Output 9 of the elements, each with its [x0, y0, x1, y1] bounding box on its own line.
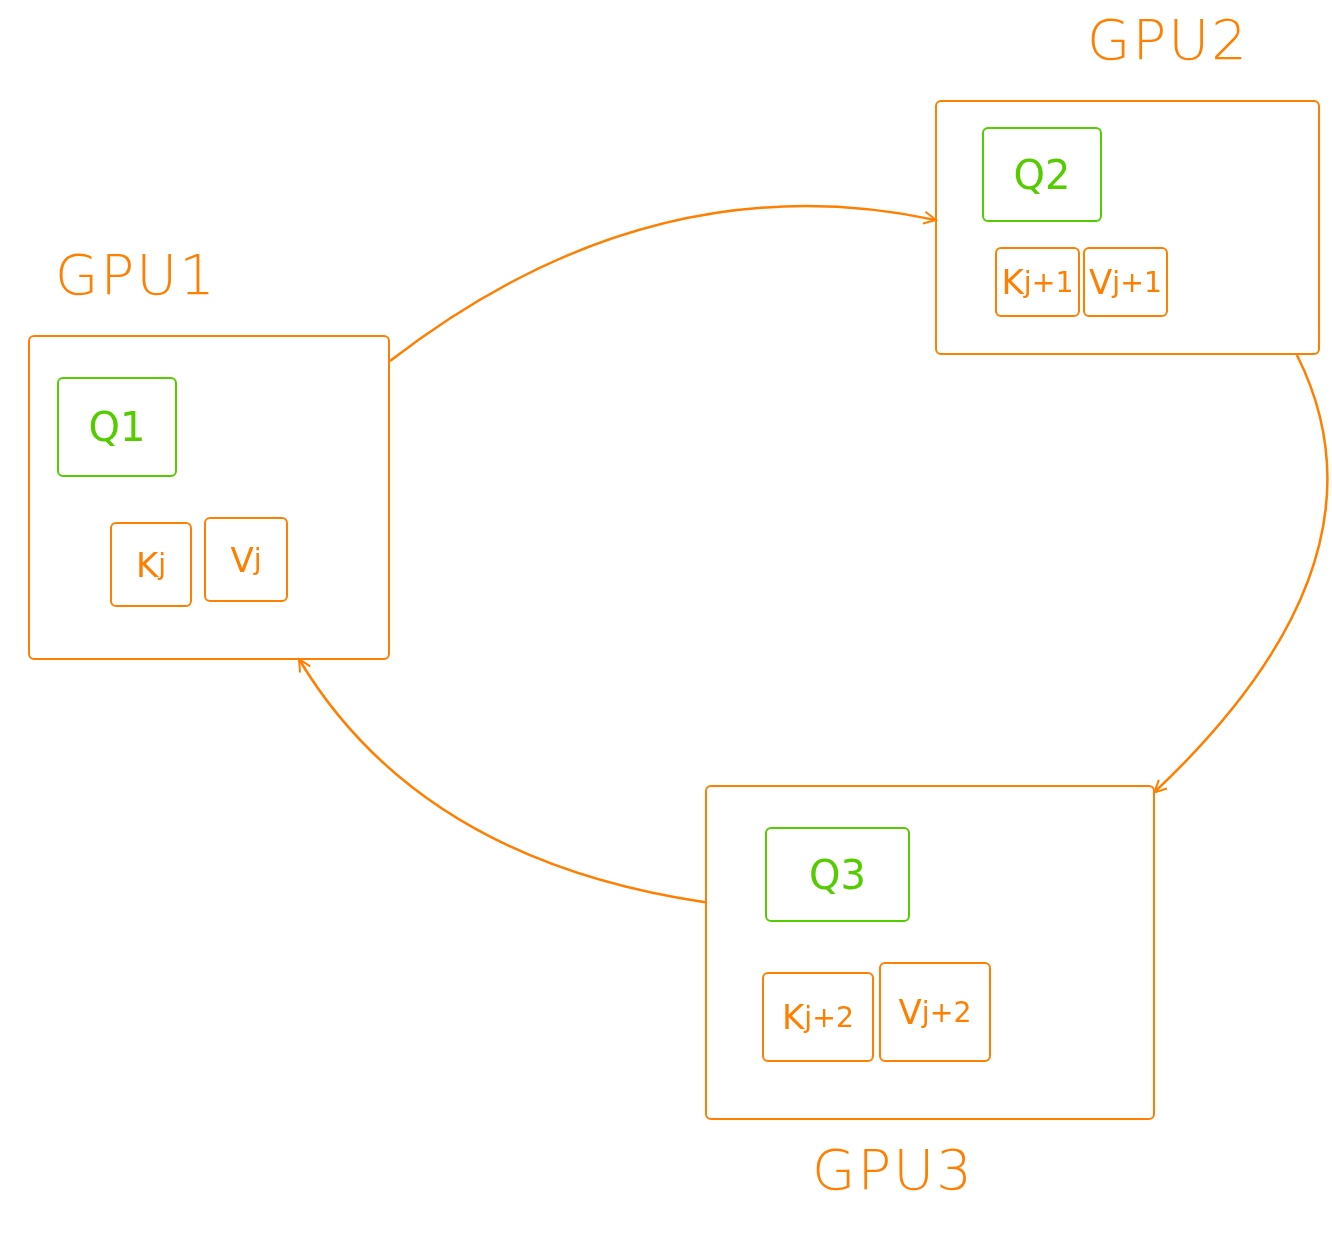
query-block: Q1 — [57, 377, 177, 477]
curved-arrow — [297, 658, 706, 904]
query-block: Q3 — [765, 827, 910, 922]
gpu-label: GPU1 — [55, 242, 217, 307]
curved-arrow — [389, 205, 937, 362]
gpu-label: GPU3 — [812, 1137, 974, 1202]
gpu-label: GPU2 — [1087, 7, 1249, 72]
query-block: Q2 — [982, 127, 1102, 222]
curved-arrow — [1153, 354, 1329, 794]
